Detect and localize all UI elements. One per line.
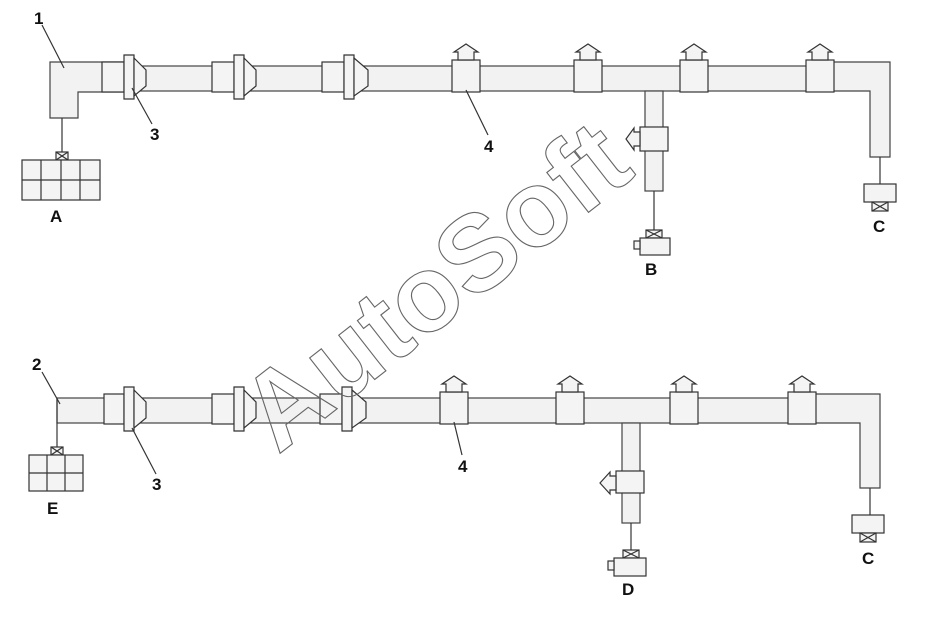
connector-c-bottom	[851, 514, 885, 543]
connector-a	[21, 151, 101, 201]
grommet-bottom-2	[211, 386, 257, 432]
harness-1	[21, 43, 897, 256]
label-connector-e: E	[47, 499, 58, 518]
label-connector-c-bottom: C	[862, 549, 874, 568]
grommet-top-3	[321, 54, 369, 100]
leader-lines	[41, 24, 489, 475]
clip-top-1	[451, 43, 481, 93]
harness-2-trunk	[56, 397, 813, 424]
clip-bottom-2	[555, 375, 585, 425]
connector-d	[607, 549, 647, 577]
callout-grommet-bottom: 3	[152, 475, 161, 494]
clip-top-2	[573, 43, 603, 93]
clip-bottom-4	[787, 375, 817, 425]
callout-clip-top: 4	[484, 137, 494, 156]
grommet-top-1	[101, 54, 147, 100]
clip-top-branch	[625, 126, 669, 152]
label-connector-b: B	[645, 260, 657, 279]
connector-b	[633, 229, 671, 256]
label-connector-a: A	[50, 207, 62, 226]
clip-bottom-3	[669, 375, 699, 425]
clip-bottom-1	[439, 375, 469, 425]
clip-top-3	[679, 43, 709, 93]
harness-2	[28, 375, 885, 577]
grommet-bottom-3	[319, 386, 367, 432]
label-connector-c-top: C	[873, 217, 885, 236]
connector-e	[28, 446, 84, 492]
label-connector-d: D	[622, 580, 634, 599]
grommet-top-2	[211, 54, 257, 100]
grommet-bottom-1	[103, 386, 147, 432]
callout-clip-bottom: 4	[458, 457, 468, 476]
clip-top-4	[805, 43, 835, 93]
clip-bottom-branch	[599, 470, 645, 496]
connector-c-top	[863, 183, 897, 212]
callout-harness-2: 2	[32, 355, 41, 374]
callout-harness-1: 1	[34, 9, 43, 28]
callout-grommet-top: 3	[150, 125, 159, 144]
